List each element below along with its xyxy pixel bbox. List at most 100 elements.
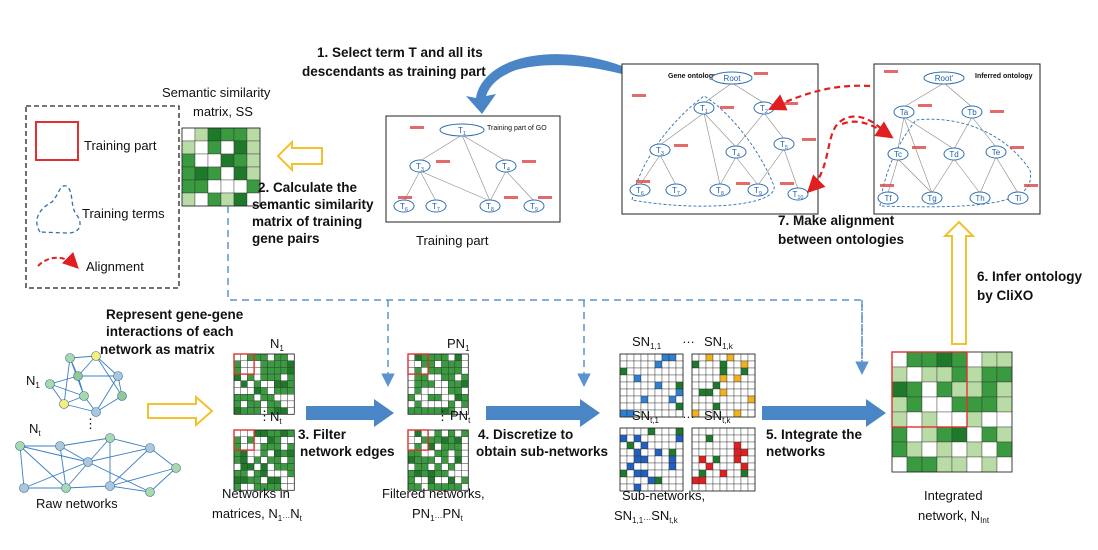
network-node [145,487,155,497]
network-node [171,463,181,473]
gene-ontology-title: Gene ontology [668,73,717,80]
gene-list-tag [884,70,898,73]
network-node [45,379,55,389]
network-node [91,351,101,361]
matrix-pn1 [407,353,469,415]
svg-text:T3: T3 [416,162,424,173]
ontology-node-t5: T5 [773,137,795,151]
dots-pn: ⋮ [436,408,449,423]
svg-text:T4: T4 [732,148,740,159]
svg-text:T1: T1 [700,104,708,115]
label-sn11: SN1,1 [632,334,662,351]
legend-training-part: Training part [84,138,157,153]
dots-sn-top: … [682,331,695,346]
matrix-nt [233,429,295,491]
network-node [113,371,123,381]
step6-l1: 6. Infer ontology [977,269,1082,284]
step2-l1: 2. Calculate the [258,180,358,195]
caption-filtered-1: Filtered networks, [382,486,485,501]
network-node [79,391,89,401]
legend-box: Training part Training terms Alignment [25,105,180,289]
ontology-node-t10: T10 [787,187,809,201]
alignment-swatch [37,251,79,269]
gene-list-tag [632,94,646,97]
svg-text:T3: T3 [656,146,664,157]
gene-list-tag [504,196,518,199]
svg-text:Tb: Tb [967,108,977,117]
alignment-arrow-2 [806,115,889,194]
svg-text:Root: Root [724,74,742,83]
caption-training-part: Training part [416,233,489,248]
matrix-snt1 [619,427,684,492]
svg-text:Ti: Ti [1015,194,1022,203]
training-terms-swatch [36,185,81,234]
svg-text:T9: T9 [530,202,538,213]
ontology-node-t1: T1 [693,101,715,115]
gene-list-tag [880,184,894,187]
legend-training-terms: Training terms [82,206,165,221]
network-node [145,443,155,453]
gene-list-tag [436,160,450,163]
step6-l2: by CliXO [977,288,1033,303]
gene-list-tag [410,126,424,129]
gene-list-tag [398,196,412,199]
caption-integrated-1: Integrated [924,488,983,503]
svg-text:T9: T9 [754,186,762,197]
ontology-node-t1: T1 [439,123,485,137]
ontology-node-t6: T6 [629,183,651,197]
step3-l2: network edges [300,444,395,459]
caption-filtered-2: PN1…PNt [412,506,464,523]
svg-text:T1: T1 [458,126,466,137]
matrix-n1 [233,353,295,415]
raw-network-n1 [45,351,127,417]
dots-n: ⋮ [258,408,271,423]
gene-list-tag [720,106,734,109]
gene-list-tag [784,102,798,105]
ontology-node-t4: T4 [495,159,517,173]
label-snt1: SNt,1 [632,408,660,425]
network-node [61,483,71,493]
yellow-arrow-up [942,220,976,345]
svg-text:Tf: Tf [884,194,892,203]
label-sntk: SNt,k [704,408,732,425]
ontology-node-te: Te [985,145,1007,159]
raw-nt-label: Nt [29,421,41,438]
represent-l3: network as matrix [100,342,215,357]
yellow-arrow-left [276,139,323,173]
gene-list-tag [522,160,536,163]
svg-text:Th: Th [975,194,984,203]
step1-l2: descendants as training part [302,64,486,79]
network-node [117,391,127,401]
network-node [19,483,29,493]
matrix-sntk [691,427,756,492]
raw-n1-label: N1 [26,373,40,390]
svg-text:Root': Root' [935,74,954,83]
training-terms-hull [631,95,775,207]
ontology-node-t4: T4 [725,145,747,159]
gene-list-tag [674,144,688,147]
ss-matrix [181,127,261,207]
ontology-node-tb: Tb [961,105,983,119]
ontology-node-t9: T9 [747,183,769,197]
raw-network-nt [15,433,181,497]
ontology-node-t9: T9 [523,199,545,213]
ontology-node-t6: T6 [393,199,415,213]
ontology-node-t3: T3 [649,143,671,157]
network-node [59,399,69,409]
inferred-ontology-title: Inferred ontology [975,73,1033,80]
svg-text:Ta: Ta [900,108,909,117]
matrix-sn1k [691,353,756,418]
gene-list-tag [918,104,932,107]
gene-list-tag [1024,184,1038,187]
network-node [83,457,93,467]
svg-text:Te: Te [992,148,1001,157]
ontology-node-tf: Tf [877,191,899,205]
svg-text:T6: T6 [636,186,644,197]
gene-list-tag [538,196,552,199]
network-matrices [233,351,1013,492]
network-node [15,441,25,451]
alignment-arrow-1 [768,84,871,111]
